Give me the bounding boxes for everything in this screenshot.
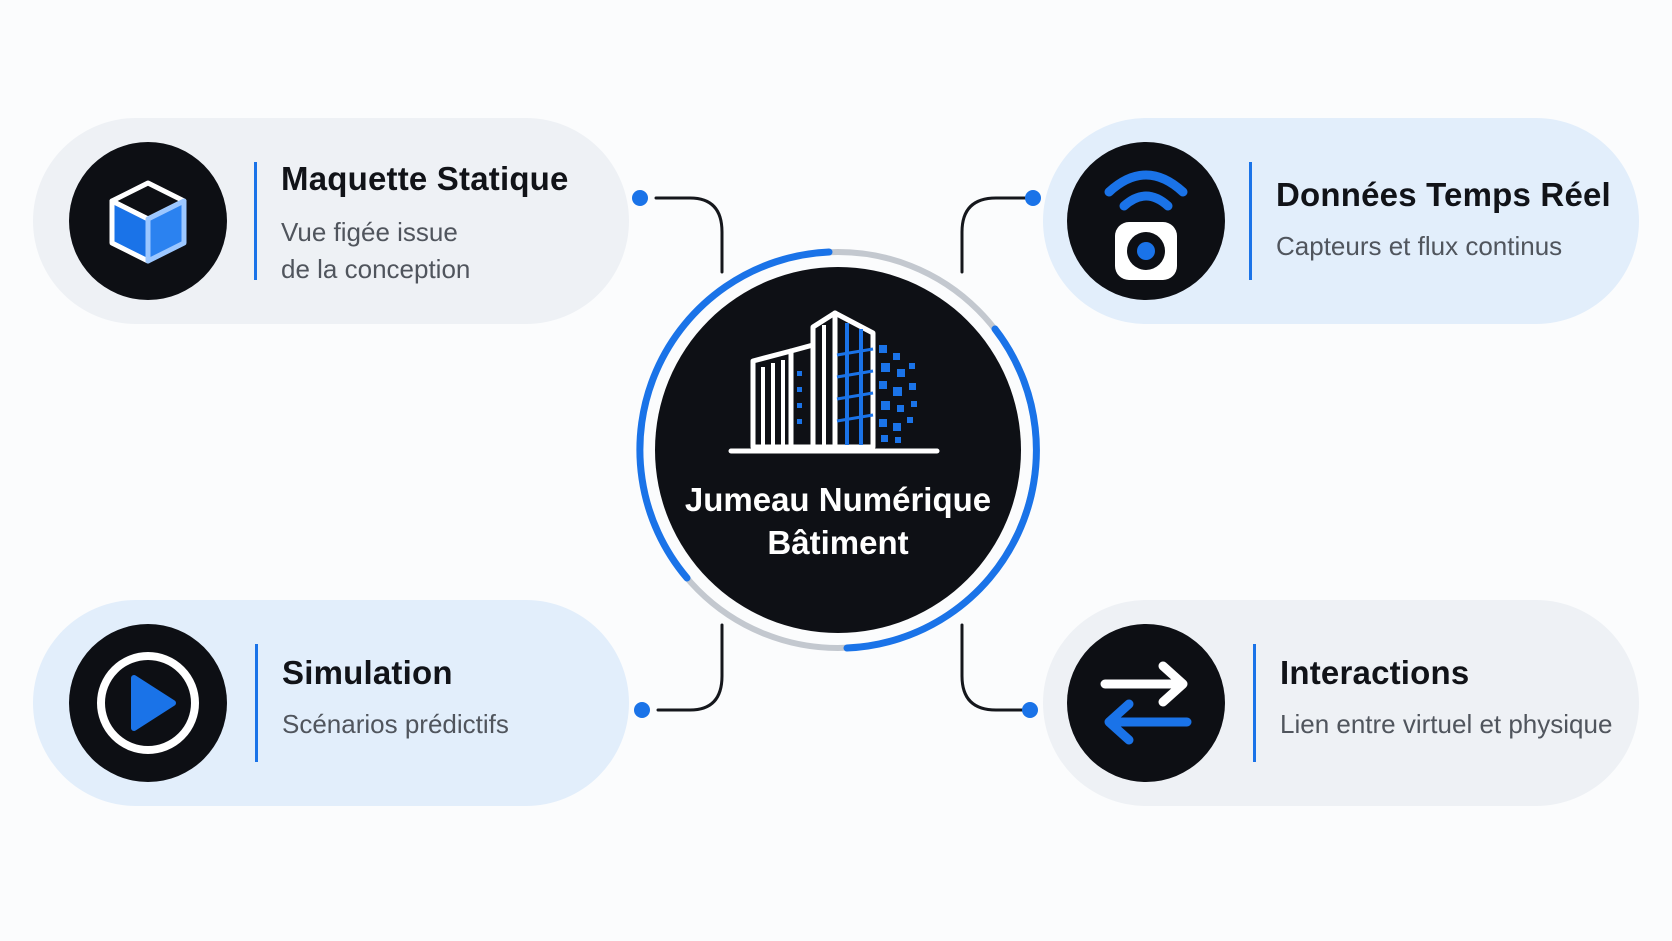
sensor-icon-circle bbox=[1067, 142, 1225, 300]
central-hub: Jumeau Numérique Bâtiment bbox=[633, 245, 1043, 655]
card-subtitle-line1: Vue figée issue bbox=[281, 217, 458, 247]
card-divider bbox=[1249, 162, 1252, 280]
connector-bottom-right bbox=[960, 623, 1030, 712]
connector-top-left bbox=[654, 196, 724, 274]
card-divider bbox=[1253, 644, 1256, 762]
card-interactions: Interactions Lien entre virtuel et physi… bbox=[1043, 600, 1639, 806]
hub-title-line2: Bâtiment bbox=[767, 524, 909, 561]
card-simulation: Simulation Scénarios prédictifs bbox=[33, 600, 629, 806]
connector-dot-top-left bbox=[632, 190, 648, 206]
card-maquette-statique: Maquette Statique Vue figée issue de la … bbox=[33, 118, 629, 324]
swap-arrows-icon bbox=[1100, 661, 1192, 745]
cube-icon-circle bbox=[69, 142, 227, 300]
connector-bottom-left bbox=[656, 623, 724, 712]
card-subtitle-line2: de la conception bbox=[281, 254, 471, 284]
play-icon-circle bbox=[69, 624, 227, 782]
sensor-signal-icon bbox=[1104, 170, 1188, 280]
card-subtitle-line1: Lien entre virtuel et physique bbox=[1280, 709, 1613, 739]
play-icon bbox=[97, 652, 199, 754]
hub-ring bbox=[636, 248, 1040, 652]
card-divider bbox=[254, 162, 257, 280]
card-title: Maquette Statique bbox=[281, 160, 569, 197]
building-icon bbox=[728, 310, 940, 454]
cube-icon bbox=[109, 180, 187, 264]
card-title: Données Temps Réel bbox=[1276, 176, 1611, 213]
connector-dot-top-right bbox=[1025, 190, 1041, 206]
card-title: Simulation bbox=[282, 654, 453, 691]
connector-dot-bottom-left bbox=[634, 702, 650, 718]
card-title: Interactions bbox=[1280, 654, 1470, 691]
hub-title-line1: Jumeau Numérique bbox=[684, 481, 992, 518]
connector-dot-bottom-right bbox=[1022, 702, 1038, 718]
connector-top-right bbox=[960, 196, 1032, 274]
card-donnees-temps-reel: Données Temps Réel Capteurs et flux cont… bbox=[1043, 118, 1639, 324]
swap-icon-circle bbox=[1067, 624, 1225, 782]
card-divider bbox=[255, 644, 258, 762]
card-subtitle-line1: Scénarios prédictifs bbox=[282, 709, 509, 739]
card-subtitle-line1: Capteurs et flux continus bbox=[1276, 231, 1563, 261]
